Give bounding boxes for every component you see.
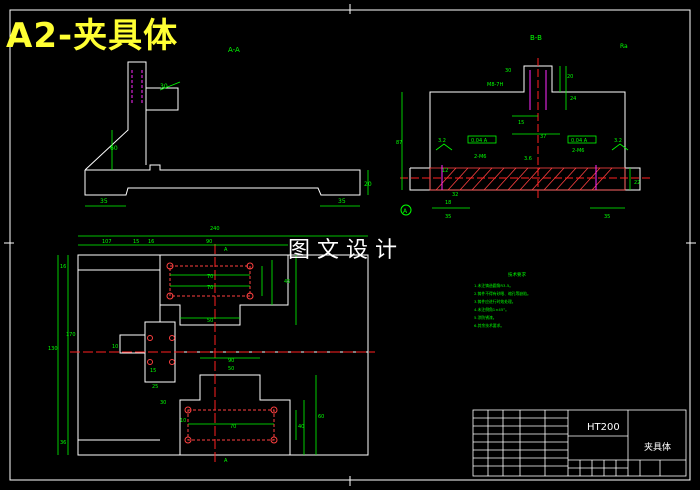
plan-dim-16: 16: [148, 239, 154, 245]
bb-dim-87: 87: [396, 140, 402, 146]
bb-dim-30: 30: [505, 68, 511, 74]
plan-dim-30: 30: [160, 400, 166, 406]
bb-dim-22: 22: [634, 180, 640, 186]
bb-hatch: [429, 167, 626, 191]
aa-dim-base: 20: [364, 181, 372, 188]
plan-dim-45: 45: [284, 279, 290, 285]
bb-dim-15: 15: [518, 120, 524, 126]
note-5: 5.涂防锈漆。: [474, 315, 497, 320]
aa-dimensions: [85, 81, 369, 207]
aa-dim-right: 35: [338, 198, 346, 205]
bb-ra-left: 3.2: [438, 138, 446, 144]
plan-section-mark-bottom: A: [224, 458, 228, 464]
bb-dim-m8: M8-7H: [487, 82, 503, 88]
datum-a-label: A: [403, 208, 408, 215]
note-3: 3.铸件应进行时效处理。: [474, 299, 516, 304]
bb-dim-18: 18: [445, 200, 451, 206]
bb-dim-2m6-right: 2-M6: [572, 148, 584, 154]
bb-tol-left: 0.04 A: [471, 138, 488, 144]
plan-lower-pocket: [179, 374, 291, 455]
notes-title: 技术要求: [508, 271, 526, 278]
bb-holes: [441, 70, 597, 190]
aa-hidden-lines: [131, 70, 143, 105]
bb-tol-right: 0.04 A: [571, 138, 588, 144]
bb-dim-12: 12: [442, 168, 448, 174]
bb-ra-right: 3.2: [614, 138, 622, 144]
title-block-material: HT200: [587, 422, 620, 433]
plan-dim-25: 25: [152, 384, 158, 390]
bb-outline-base: [409, 167, 641, 191]
section-aa-view: [84, 61, 361, 196]
plan-dim-70-upper: 70: [207, 274, 213, 280]
bb-dimensions: [401, 66, 631, 209]
aa-dim-left: 35: [100, 198, 108, 205]
bb-dim-2m6-left: 2-M6: [474, 154, 486, 160]
aa-section-label: A-A: [228, 46, 240, 54]
plan-dim-107: 107: [102, 239, 112, 245]
note-4: 4.未注倒角1×45°。: [474, 307, 509, 312]
tech-notes: 技术要求 1.未注铸造圆角R3-5。 2.铸件不得有砂眼、缩孔等缺陷。 3.铸件…: [474, 271, 531, 328]
plan-dim-90-mid: 90: [228, 358, 234, 364]
plan-upper-pocket: [159, 255, 289, 326]
watermark-text: 图文设计: [288, 238, 405, 263]
plan-side-boss: [119, 334, 146, 354]
plan-dim-15-mid: 15: [150, 368, 156, 374]
plan-dim-60: 60: [318, 414, 324, 420]
plan-outer: [77, 254, 369, 456]
bb-section-label: B-B: [530, 34, 542, 42]
plan-view: [77, 254, 369, 456]
drawing-title: A2-夹具体: [6, 16, 179, 56]
plan-dimensions: [57, 235, 368, 455]
plan-dim-50-upper: 50: [207, 318, 213, 324]
plan-centerlines: [70, 244, 375, 462]
bb-dim-35-left: 35: [445, 214, 451, 220]
plan-dim-90-top: 90: [206, 239, 212, 245]
note-6: 6.其余技术要求。: [474, 323, 504, 328]
aa-outline-upright: [84, 61, 179, 171]
datum-a-symbol: [400, 204, 412, 216]
plan-dim-70-upper-b: 70: [207, 285, 213, 291]
plan-dim-15: 15: [133, 239, 139, 245]
plan-dim-240: 240: [210, 226, 220, 232]
bb-dim-35-right: 35: [604, 214, 610, 220]
aa-dim-top: 30: [160, 83, 168, 90]
plan-dim-16-left: 16: [60, 264, 66, 270]
plan-dim-40: 40: [298, 424, 304, 430]
plan-holes: [147, 262, 278, 444]
plan-section-mark-top: A: [224, 247, 228, 253]
note-1: 1.未注铸造圆角R3-5。: [474, 283, 513, 288]
bb-roughness-global: Ra: [620, 43, 628, 50]
plan-dim-36: 36: [60, 440, 66, 446]
title-block-part-name: 夹具体: [644, 443, 672, 453]
plan-dim-50-mid: 50: [228, 366, 234, 372]
title-block: [472, 409, 687, 477]
bb-dim-24: 24: [570, 96, 576, 102]
note-2: 2.铸件不得有砂眼、缩孔等缺陷。: [474, 291, 531, 296]
bb-dim-37: 37: [540, 134, 546, 140]
plan-dim-10-side: 10: [112, 344, 118, 350]
aa-dim-height: 60: [110, 145, 118, 152]
bb-dim-32: 32: [452, 192, 458, 198]
plan-dim-170: 170: [66, 332, 76, 338]
bb-dim-20: 20: [567, 74, 573, 80]
aa-outline-base: [84, 164, 361, 196]
bb-centerlines: [400, 58, 650, 198]
plan-dim-10: 10: [180, 418, 186, 424]
plan-dim-130: 130: [48, 346, 58, 352]
bb-ra-center: 3.6: [524, 156, 532, 162]
plan-dim-70-lower: 70: [230, 424, 236, 430]
